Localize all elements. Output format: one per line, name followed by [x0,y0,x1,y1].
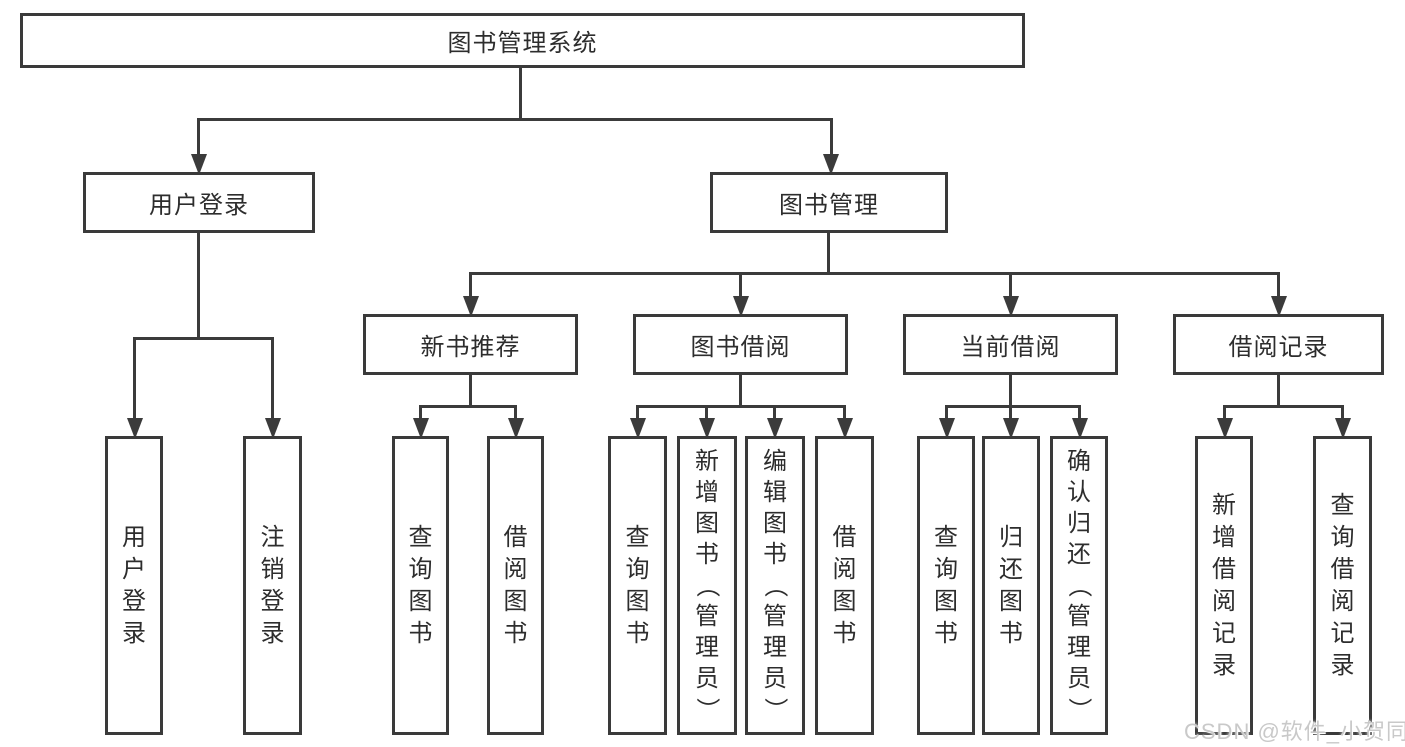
node-new-book-recommendation: 新书推荐 [363,314,578,375]
node-borrowing-records: 借阅记录 [1173,314,1384,375]
connector-line [1223,405,1226,419]
connector-line [773,405,776,419]
leaf-current-return-books-label: 归还图书 [999,523,1023,647]
leaf-borrowing-edit-books-admin: 编辑图书（管理员） [745,436,805,735]
arrow-down-icon [939,418,955,439]
leaf-current-return-books: 归还图书 [982,436,1040,735]
leaf-current-query-books-label: 查询图书 [934,523,958,647]
arrow-down-icon [508,418,524,439]
leaf-records-query-record: 查询借阅记录 [1313,436,1372,735]
node-user-login-label: 用户登录 [149,192,249,219]
connector-line [271,337,274,419]
leaf-borrowing-borrow-books: 借阅图书 [815,436,874,735]
connector-line [133,337,136,419]
leaf-logout-label: 注销登录 [260,523,285,647]
connector-line [469,272,472,296]
connector-line [469,272,1280,275]
arrow-down-icon [699,418,715,439]
leaf-logout: 注销登录 [243,436,302,735]
arrow-down-icon [823,154,839,175]
csdn-watermark: CSDN @软件_小贺同学 [1184,719,1405,744]
connector-line [1277,375,1280,405]
arrow-down-icon [630,418,646,439]
arrow-down-icon [1003,418,1019,439]
leaf-user-login-label: 用户登录 [122,523,146,647]
leaf-borrowing-borrow-books-label: 借阅图书 [832,523,857,647]
connector-line [705,405,708,419]
node-book-management: 图书管理 [710,172,948,233]
node-user-login: 用户登录 [83,172,315,233]
leaf-borrowing-edit-books-admin-label: 编辑图书（管理员） [761,448,789,722]
arrow-down-icon [1217,418,1233,439]
leaf-current-confirm-return-admin-label: 确认归还（管理员） [1065,448,1093,722]
node-root-label: 图书管理系统 [447,30,598,57]
arrow-down-icon [1335,418,1351,439]
connector-line [133,337,274,340]
node-book-management-label: 图书管理 [779,192,879,219]
arrow-down-icon [1271,296,1287,317]
connector-line [1009,272,1012,296]
node-new-book-recommendation-label: 新书推荐 [420,334,521,361]
connector-line [1009,375,1012,405]
arrow-down-icon [463,296,479,317]
arrow-down-icon [733,296,749,317]
connector-line [636,405,639,419]
arrow-down-icon [191,154,207,175]
connector-line [1223,405,1344,408]
node-current-borrowing: 当前借阅 [903,314,1118,375]
connector-line [830,118,833,156]
connector-line [419,405,517,408]
connector-line [197,118,833,121]
arrow-down-icon [413,418,429,439]
node-book-borrowing-label: 图书借阅 [690,334,791,361]
leaf-borrowing-query-books-label: 查询图书 [625,523,650,647]
connector-line [1078,405,1081,419]
leaf-borrowing-add-books-admin-label: 新增图书（管理员） [693,448,721,722]
node-book-borrowing: 图书借阅 [633,314,848,375]
connector-line [1341,405,1344,419]
connector-line [197,118,200,156]
connector-line [827,233,830,272]
leaf-recommend-borrow-books: 借阅图书 [487,436,544,735]
connector-line [514,405,517,419]
connector-line [739,375,742,405]
connector-line [739,272,742,296]
connector-line [197,233,200,337]
connector-line [1009,405,1012,419]
leaf-borrowing-query-books: 查询图书 [608,436,667,735]
leaf-current-query-books: 查询图书 [917,436,975,735]
arrow-down-icon [1072,418,1088,439]
arrow-down-icon [837,418,853,439]
connector-line [419,405,422,419]
leaf-records-query-record-label: 查询借阅记录 [1330,491,1355,679]
connector-line [636,405,846,408]
arrow-down-icon [127,418,143,439]
connector-line [945,405,948,419]
leaf-recommend-borrow-books-label: 借阅图书 [503,523,528,647]
arrow-down-icon [767,418,783,439]
leaf-borrowing-add-books-admin: 新增图书（管理员） [677,436,737,735]
connector-line [519,68,522,118]
leaf-user-login: 用户登录 [105,436,163,735]
node-borrowing-records-label: 借阅记录 [1228,334,1329,361]
connector-line [469,375,472,405]
leaf-recommend-query-books: 查询图书 [392,436,449,735]
connector-line [843,405,846,419]
arrow-down-icon [1003,296,1019,317]
leaf-records-add-record: 新增借阅记录 [1195,436,1253,735]
leaf-recommend-query-books-label: 查询图书 [408,523,433,647]
leaf-current-confirm-return-admin: 确认归还（管理员） [1050,436,1108,735]
node-root: 图书管理系统 [20,13,1025,68]
node-current-borrowing-label: 当前借阅 [960,334,1061,361]
connector-line [945,405,1081,408]
connector-line [1277,272,1280,296]
leaf-records-add-record-label: 新增借阅记录 [1212,491,1236,679]
arrow-down-icon [265,418,281,439]
